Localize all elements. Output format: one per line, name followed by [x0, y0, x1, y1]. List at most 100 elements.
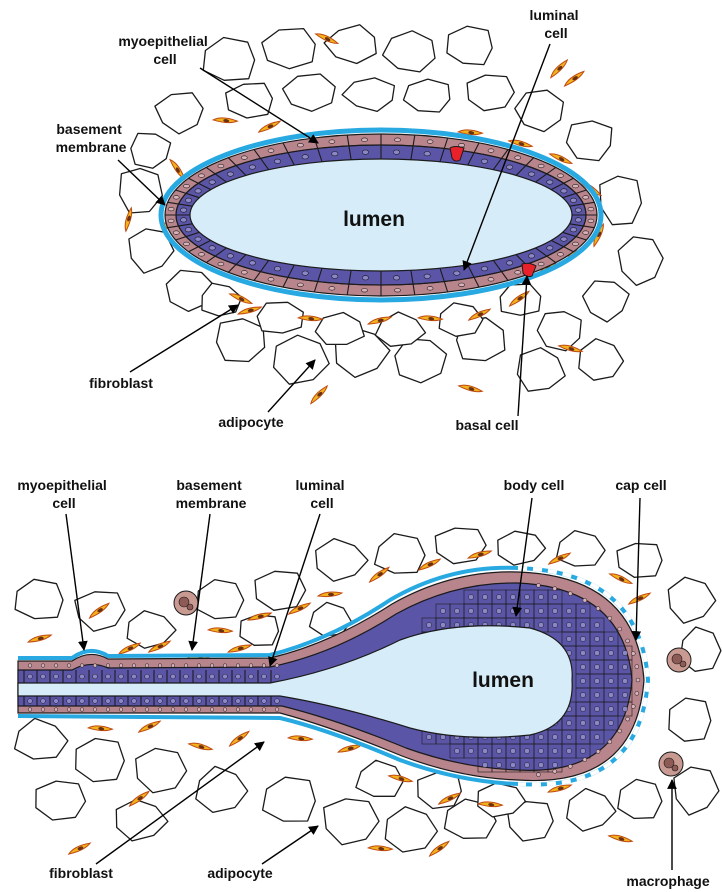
adipocyte	[435, 528, 486, 564]
myoepithelial-label-line1: myoepithelial	[17, 477, 106, 493]
adipocyte	[240, 615, 279, 645]
fibroblast	[88, 724, 112, 733]
fibroblast	[428, 841, 451, 857]
arrow-adipocyte	[262, 826, 318, 864]
fibroblast-label: fibroblast	[89, 375, 153, 391]
fibroblast	[627, 592, 651, 605]
fibroblast	[137, 720, 161, 733]
basement-membrane-label: basement membrane	[176, 477, 247, 511]
adipocyte	[567, 789, 616, 832]
adipocyte	[385, 807, 437, 852]
top-panel: lumen myoepithelial cell luminal cell ba…	[56, 7, 664, 433]
fibroblast	[337, 744, 361, 753]
luminal-label-line2: cell	[310, 495, 333, 511]
fibroblast	[27, 634, 51, 643]
adipocyte	[618, 237, 663, 286]
basal-cell-label: basal cell	[455, 417, 518, 433]
myoepithelial-cell-label: myoepithelial cell	[118, 33, 211, 67]
macrophage	[667, 648, 691, 672]
fibroblast	[257, 120, 281, 133]
luminal-label-line1: luminal	[530, 7, 579, 23]
adipocyte	[439, 303, 483, 336]
adipocyte	[316, 539, 368, 582]
body-cell-label: body cell	[504, 477, 565, 493]
adipocyte	[283, 74, 336, 111]
adipocyte	[383, 31, 435, 72]
fibroblast	[368, 844, 392, 853]
adipocyte	[116, 800, 168, 841]
adipocyte	[262, 29, 315, 69]
adipocyte	[674, 767, 719, 815]
fibroblast	[228, 731, 251, 747]
adipocyte	[579, 339, 624, 381]
fibroblast	[459, 382, 483, 395]
fibroblast-label: fibroblast	[49, 865, 113, 881]
basement-label-line2: membrane	[56, 139, 127, 155]
adipocyte	[15, 718, 68, 759]
adipocyte	[669, 698, 711, 741]
fibroblast	[368, 567, 391, 583]
adipocyte	[197, 580, 244, 619]
lumen-label: lumen	[472, 669, 534, 692]
adipocyte	[120, 169, 163, 214]
adipocyte	[76, 739, 125, 782]
adipocyte	[498, 531, 546, 565]
adipocyte	[36, 781, 86, 820]
basement-membrane-label: basement membrane	[56, 121, 127, 155]
fibroblast	[189, 740, 213, 753]
bottom-panel: lumen myoepithelial cell basement membra…	[15, 477, 721, 889]
adipocyte	[556, 531, 605, 566]
basement-label-line1: basement	[176, 477, 242, 493]
fibroblast	[117, 642, 141, 655]
adipocyte-label: adipocyte	[218, 414, 284, 430]
adipocyte	[467, 75, 514, 111]
adipocyte	[404, 79, 450, 112]
adipocyte	[583, 281, 630, 322]
myoepithelial-cell-label: myoepithelial cell	[17, 477, 110, 511]
luminal-cell-label: luminal cell	[296, 477, 349, 511]
adipocyte	[324, 799, 379, 845]
adipocyte	[517, 348, 565, 392]
arrow-basement	[192, 514, 210, 650]
adipocyte	[131, 133, 171, 168]
myoepithelial-label-line2: cell	[153, 51, 176, 67]
adipocyte	[217, 319, 265, 362]
adipocyte	[515, 90, 564, 131]
basement-label-line1: basement	[56, 121, 122, 137]
fibroblast	[308, 385, 329, 404]
fibroblast	[609, 832, 633, 845]
adipocyte-label: adipocyte	[207, 865, 273, 881]
adipocyte	[274, 335, 330, 384]
fibroblast	[563, 71, 586, 87]
adipocyte	[375, 534, 425, 574]
adipocyte	[155, 93, 203, 134]
adipocyte	[263, 777, 316, 821]
lumen-label: lumen	[343, 208, 405, 231]
adipocyte	[257, 302, 303, 333]
fibroblast	[213, 116, 237, 125]
adipocyte	[617, 544, 662, 578]
fibroblast	[227, 644, 251, 653]
myoepithelial-label-line1: myoepithelial	[118, 33, 207, 49]
macrophage	[659, 752, 683, 776]
adipocyte	[600, 176, 642, 225]
adipocyte	[255, 571, 306, 610]
fibroblast	[418, 314, 442, 323]
adipocyte	[668, 577, 715, 623]
luminal-label-line2: cell	[544, 25, 567, 41]
basement-label-line2: membrane	[176, 495, 247, 511]
luminal-cell-label: luminal cell	[530, 7, 583, 41]
fibroblast	[67, 842, 91, 855]
macrophage-label: macrophage	[626, 873, 709, 889]
luminal-label-line1: luminal	[296, 477, 345, 493]
fibroblast	[318, 592, 342, 597]
adipocyte	[136, 748, 187, 792]
macrophage	[174, 591, 198, 615]
fibroblast	[237, 306, 261, 315]
adipocyte	[202, 283, 242, 316]
myoepithelial-label-line2: cell	[52, 495, 75, 511]
fibroblast	[548, 59, 569, 78]
adipocyte	[324, 25, 376, 64]
adipocyte	[315, 313, 364, 345]
